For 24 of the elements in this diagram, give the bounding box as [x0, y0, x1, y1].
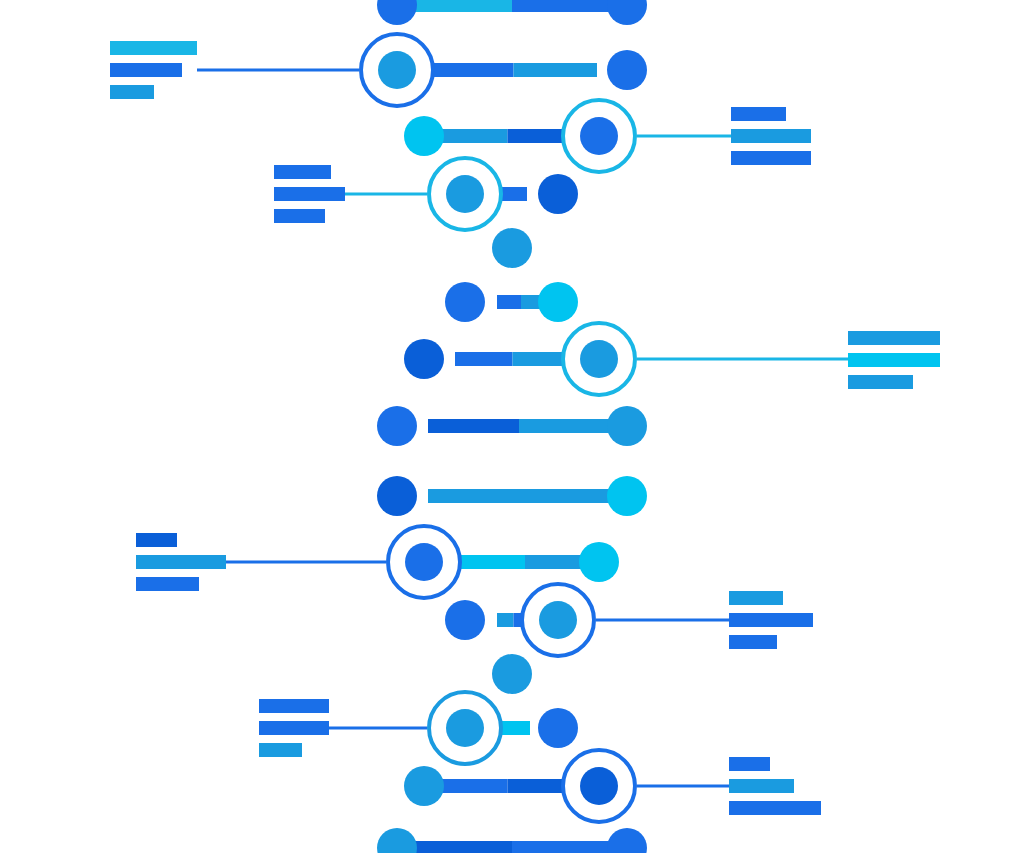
- bar-group-drawing: [136, 533, 226, 591]
- ringed-circle-icon: [561, 748, 637, 824]
- ringed-circle-icon: [561, 321, 637, 397]
- ringed-circle-icon: [386, 524, 462, 600]
- bar-group-drawing: [731, 107, 811, 165]
- leader-line: [226, 560, 386, 564]
- leader-line: [637, 134, 731, 138]
- bar-group-drawing: [110, 41, 197, 99]
- ringed-circle-icon: [427, 156, 503, 232]
- leader-line: [637, 357, 848, 361]
- leader-line: [345, 192, 427, 196]
- bar-group-drawing: [848, 331, 940, 389]
- leader-line: [637, 784, 729, 788]
- bar-group-drawing: [729, 757, 821, 815]
- ringed-circle-icon: [427, 690, 503, 766]
- bar-group-drawing: [259, 699, 329, 757]
- ringed-circle-icon: [561, 98, 637, 174]
- ringed-circle-icon: [359, 32, 435, 108]
- ringed-circle-icon: [520, 582, 596, 658]
- leader-line: [596, 618, 729, 622]
- leader-line: [329, 726, 427, 730]
- bar-group-drawing: [729, 591, 813, 649]
- leader-line: [197, 68, 359, 72]
- bar-group-drawing: [274, 165, 345, 223]
